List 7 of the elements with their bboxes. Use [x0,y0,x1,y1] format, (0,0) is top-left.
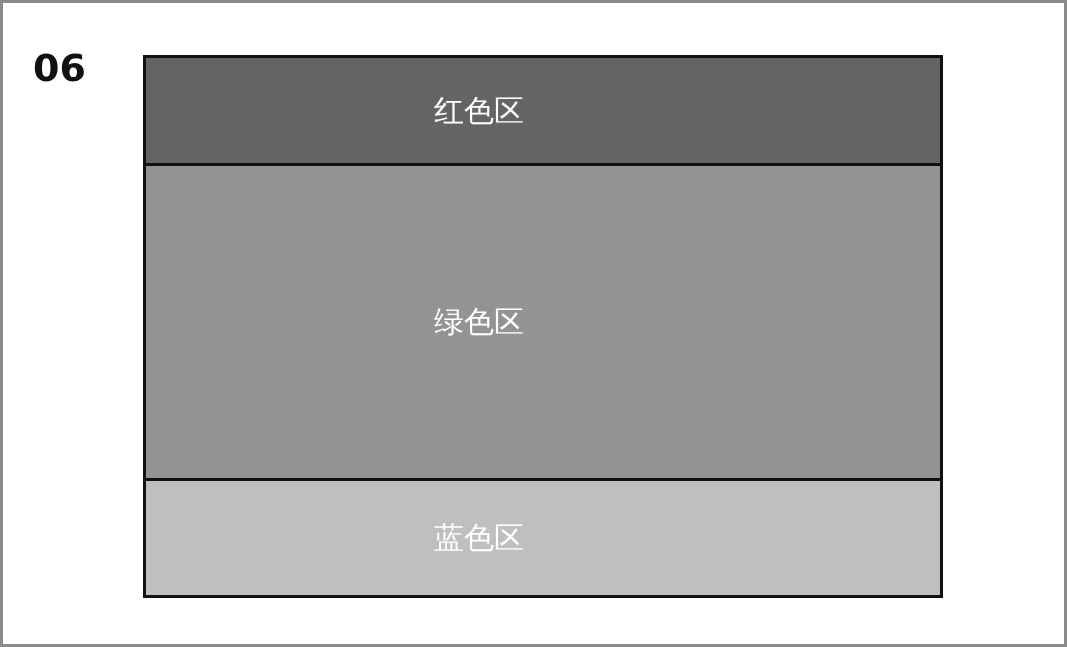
band [143,55,943,166]
band-label: 红色区 [434,95,524,126]
band-label: 蓝色区 [434,523,524,553]
figure-number: 06 [33,49,86,87]
band-label: 绿色区 [434,307,524,337]
band [143,163,943,481]
band [143,478,943,598]
